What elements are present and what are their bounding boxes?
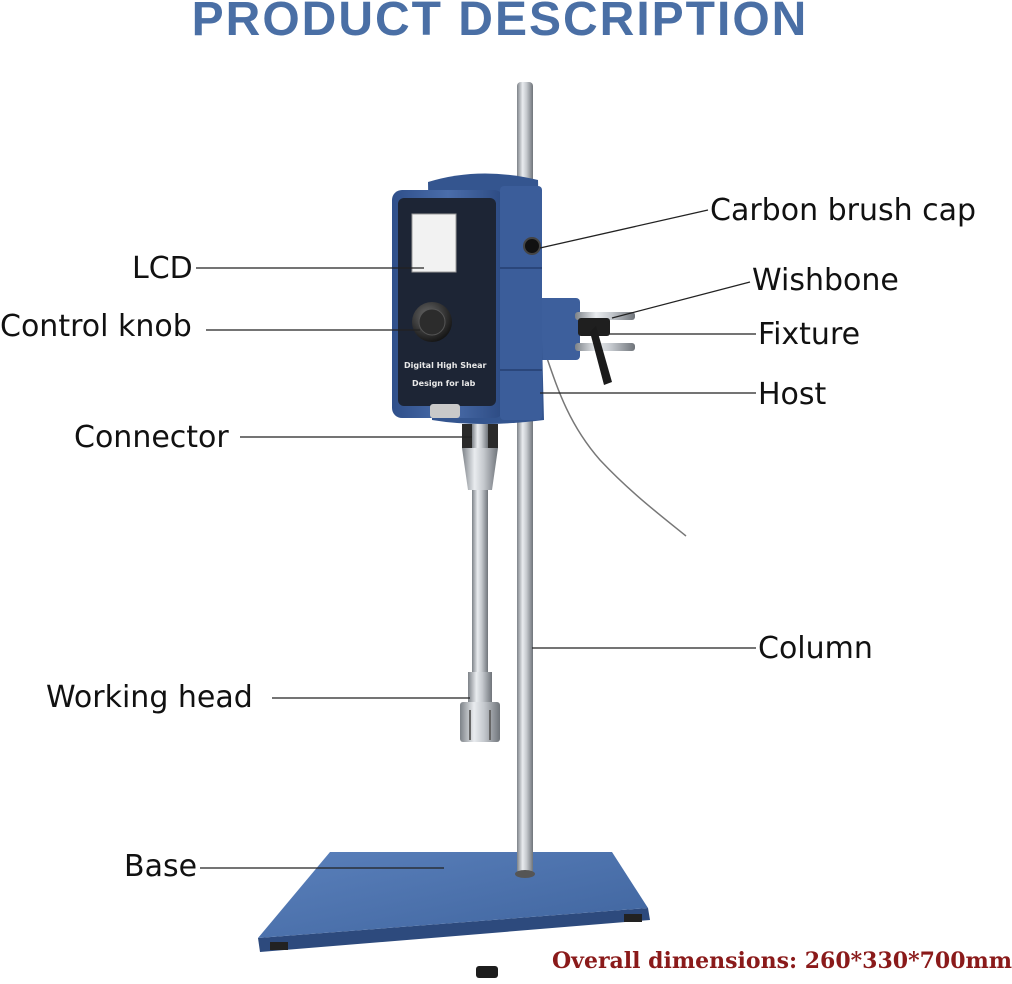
- working-shaft: [460, 448, 500, 742]
- device-text-line1: Digital High Shear: [404, 361, 487, 370]
- label-column: Column: [758, 631, 873, 666]
- label-connector: Connector: [74, 420, 229, 455]
- label-wishbone: Wishbone: [752, 263, 899, 298]
- label-working-head: Working head: [46, 680, 253, 715]
- page-title: PRODUCT DESCRIPTION: [191, 0, 809, 46]
- label-control-knob: Control knob: [0, 309, 192, 344]
- base-plate: [258, 852, 650, 978]
- overall-dimensions: Overall dimensions: 260*330*700mm: [552, 948, 1012, 974]
- label-host: Host: [758, 377, 827, 412]
- label-fixture: Fixture: [758, 317, 861, 352]
- power-cord: [539, 337, 687, 537]
- leader-lines: [196, 209, 756, 869]
- device-text-line2: Design for lab: [412, 379, 476, 388]
- lcd-screen: [411, 213, 457, 273]
- label-base: Base: [124, 849, 198, 884]
- leader-wishbone: [611, 281, 751, 319]
- control-knob[interactable]: [412, 302, 452, 342]
- label-lcd: LCD: [132, 251, 193, 286]
- leader-carbon-brush-cap: [539, 209, 709, 249]
- clamp-fixture: [538, 298, 635, 385]
- label-carbon-brush-cap: Carbon brush cap: [710, 193, 977, 228]
- connector: [430, 404, 498, 448]
